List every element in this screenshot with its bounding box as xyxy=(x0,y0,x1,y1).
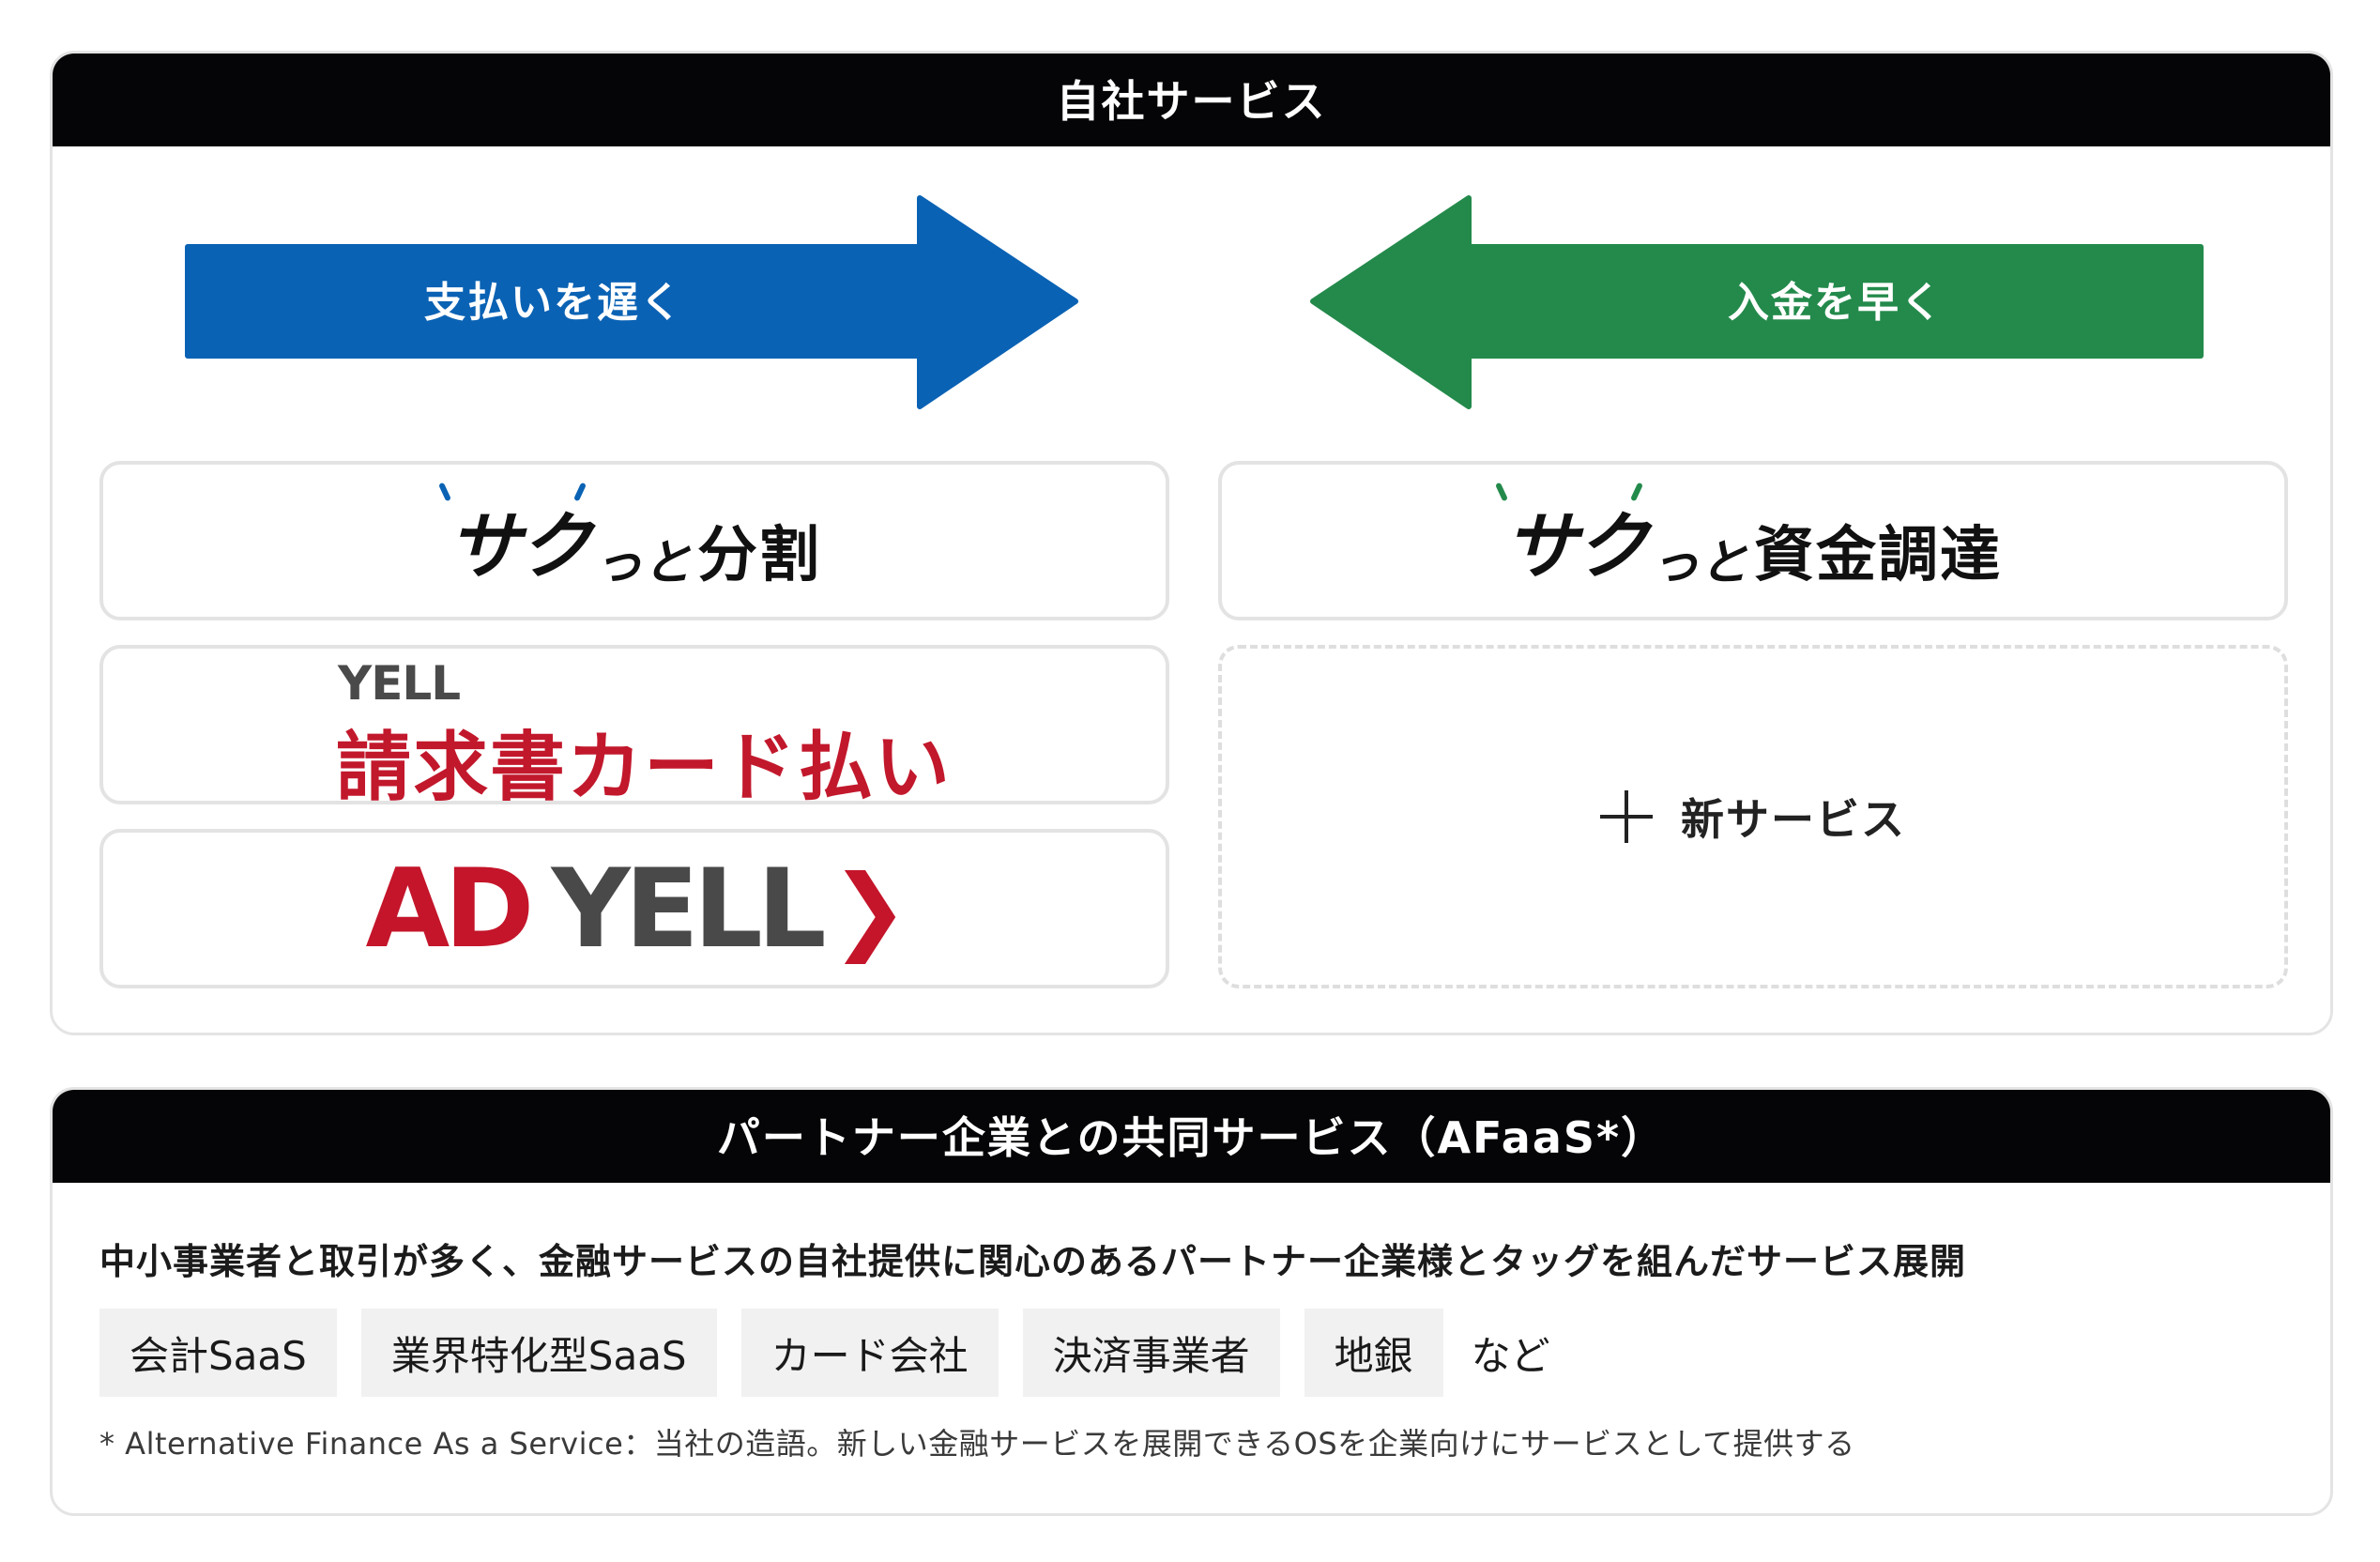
partner-services-panel: パートナー企業との共同サービス（AFaaS*） 中小事業者と取引が多く、金融サー… xyxy=(50,1087,2333,1516)
logo-main-text: サク xyxy=(1503,505,1649,590)
plus-icon xyxy=(1600,790,1653,843)
sakutto-split-logo: サク っと 分割 xyxy=(438,482,822,593)
afaas-footnote: * Alternative Finance As a Service：当社の造語… xyxy=(99,1426,1855,1462)
chevron-right-icon: ❯ xyxy=(830,853,909,964)
sakutto-funding-card[interactable]: サク っと 資金調達 xyxy=(1218,461,2288,620)
pay-later-arrow xyxy=(185,195,1078,409)
logo-main-text: サク xyxy=(447,505,592,590)
ad-yell-logo: AD YELL ❯ xyxy=(365,845,909,972)
ad-yell-card[interactable]: AD YELL ❯ xyxy=(99,829,1169,988)
tags-suffix: など xyxy=(1471,1332,1550,1379)
invoice-card-payment-logo: YELL 請求書カード払い xyxy=(103,649,1166,811)
yell-logo-text: YELL xyxy=(338,656,461,711)
invoice-card-payment-text: 請求書カード払い xyxy=(336,724,952,811)
new-service-label: 新サービス xyxy=(1681,794,1906,845)
receive-earlier-arrow xyxy=(1310,195,2204,409)
invoice-card-payment-card[interactable]: YELL 請求書カード払い xyxy=(99,645,1169,811)
ad-yell-yell-text: YELL xyxy=(551,845,827,972)
own-services-header: 自社サービス xyxy=(53,54,2330,146)
sakutto-funding-logo: サク っと 資金調達 xyxy=(1495,482,2003,593)
new-service-placeholder[interactable]: 新サービス xyxy=(1218,645,2288,988)
pay-later-label: 支払いを遅く xyxy=(424,279,683,327)
ad-yell-ad-text: AD xyxy=(365,845,535,972)
sakutto-split-card[interactable]: サク っと 分割 xyxy=(99,461,1169,620)
partner-description: 中小事業者と取引が多く、金融サービスの自社提供に関心のあるパートナー企業様とタッ… xyxy=(99,1241,1967,1282)
tag-accounting-saas: 会計SaaS xyxy=(99,1309,337,1397)
receive-earlier-label: 入金を早く xyxy=(1728,279,1944,327)
own-services-panel: 自社サービス 支払いを遅く 入金を早く サク っと 分割 サク っと 資金調達 … xyxy=(50,51,2333,1035)
logo-small-text: っと xyxy=(1651,535,1749,591)
tag-vertical-saas: 業界特化型SaaS xyxy=(360,1309,717,1397)
logo-small-text: っと xyxy=(594,535,693,591)
partner-services-header: パートナー企業との共同サービス（AFaaS*） xyxy=(53,1090,2330,1183)
logo-kanji-text: 分割 xyxy=(697,521,822,590)
tag-payment-provider: 決済事業者 xyxy=(1022,1309,1280,1397)
tag-card-company: カード会社 xyxy=(740,1309,999,1397)
tag-regional-bank: 地銀 xyxy=(1304,1309,1443,1397)
partner-tag-list: 会計SaaS 業界特化型SaaS カード会社 決済事業者 地銀 など xyxy=(99,1309,1550,1397)
logo-kanji-text: 資金調達 xyxy=(1754,521,2003,590)
